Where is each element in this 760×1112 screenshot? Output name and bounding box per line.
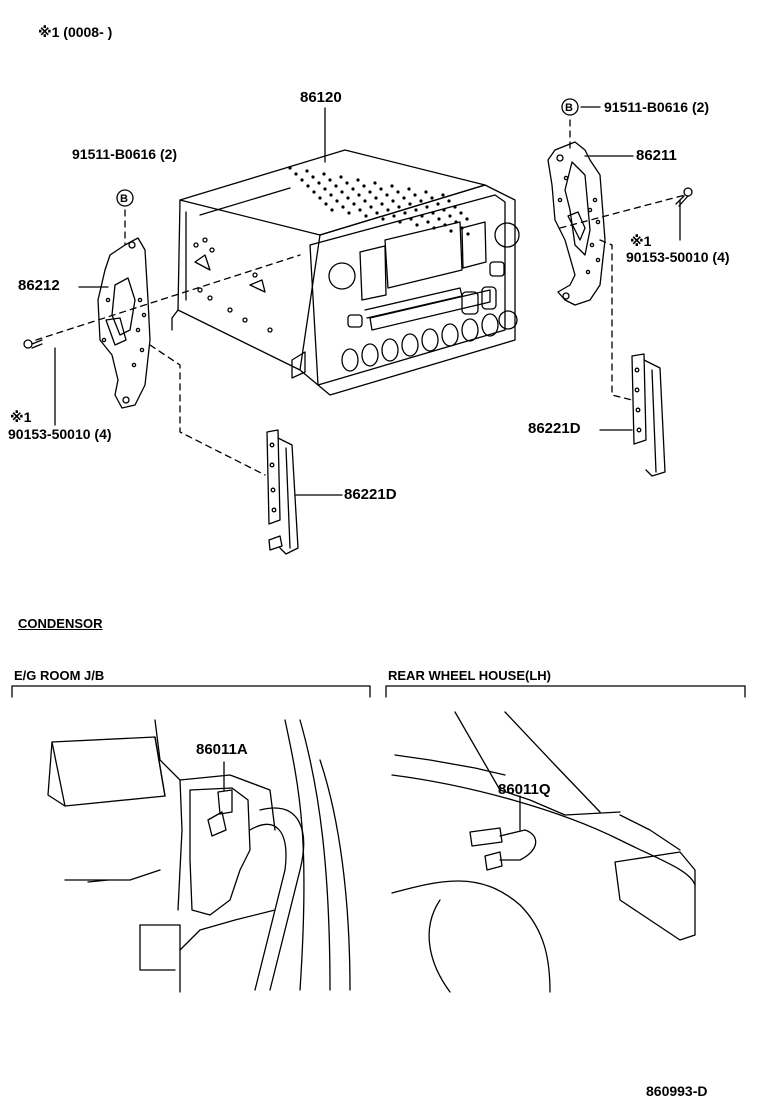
header-note: ※1 (0008- ) [38, 24, 113, 40]
label-bracket-right: 86211 [636, 147, 677, 164]
label-radio-receiver: 86120 [300, 89, 342, 106]
bracket-left-drawing [98, 238, 150, 408]
section-eg-room: E/G ROOM J/B [14, 668, 105, 683]
rear-wheel-drawing [392, 712, 695, 992]
assembly-lines [36, 120, 685, 475]
label-screw-right: 90153-50010 (4) [626, 249, 730, 265]
section-bracket-rear [386, 686, 745, 697]
section-bracket-eg [12, 686, 370, 697]
label-screw-note-left: ※1 [10, 409, 32, 425]
figure-code: 860993-D [646, 1083, 708, 1099]
bracket-right-drawing [548, 142, 605, 305]
bolt-marker-left-label: B [120, 193, 128, 205]
section-condensor: CONDENSOR [18, 616, 103, 631]
section-rear-wheel: REAR WHEEL HOUSE(LH) [388, 668, 551, 683]
label-condensor-a: 86011A [196, 741, 248, 758]
label-bolt-right: 91511-B0616 (2) [604, 99, 710, 115]
eg-room-drawing [48, 720, 350, 992]
screw-left-drawing [24, 340, 42, 348]
bolt-marker-right [562, 99, 578, 115]
label-condensor-q: 86011Q [498, 781, 551, 798]
plate-left-drawing [267, 430, 298, 554]
bolt-marker-left [117, 190, 133, 206]
label-bracket-left: 86212 [18, 277, 60, 294]
label-screw-left: 90153-50010 (4) [8, 426, 112, 442]
label-plate-right: 86221D [528, 420, 581, 437]
radio-receiver-drawing [172, 150, 519, 395]
bolt-marker-right-label: B [565, 102, 573, 114]
label-screw-note-right: ※1 [630, 233, 652, 249]
label-bolt-left: 91511-B0616 (2) [72, 146, 178, 162]
plate-right-drawing [632, 354, 665, 476]
label-plate-left: 86221D [344, 486, 397, 503]
